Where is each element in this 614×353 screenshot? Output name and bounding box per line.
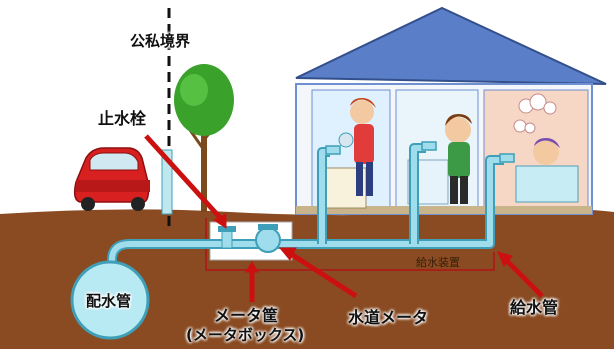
boy-icon xyxy=(445,114,472,204)
faucet-icon xyxy=(325,141,515,163)
label-distribution-main: 配水管 xyxy=(86,292,132,310)
hydrant-post xyxy=(161,149,173,215)
label-supply-device: 給水装置 xyxy=(416,256,460,269)
arrow-stop-valve xyxy=(144,134,226,224)
label-supply-pipe: 給水管 xyxy=(510,298,559,317)
woman-icon xyxy=(338,98,376,196)
car-icon xyxy=(73,147,150,211)
label-water-meter: 水道メータ xyxy=(348,308,429,327)
valve-icon xyxy=(218,226,236,249)
tree-icon xyxy=(174,64,234,212)
bath-person-icon xyxy=(513,93,579,203)
arrows xyxy=(144,134,544,302)
meter-icon xyxy=(255,224,281,253)
label-boundary: 公私境界 xyxy=(130,32,191,50)
arrow-supply-pipe xyxy=(502,256,544,298)
distribution-main xyxy=(70,260,150,340)
label-stop-valve: 止水栓 xyxy=(98,109,147,128)
label-meter-box: (メータボックス) xyxy=(186,326,305,344)
arrow-water-meter xyxy=(286,249,358,299)
label-meter-pipe: メータ筐 xyxy=(214,306,279,325)
